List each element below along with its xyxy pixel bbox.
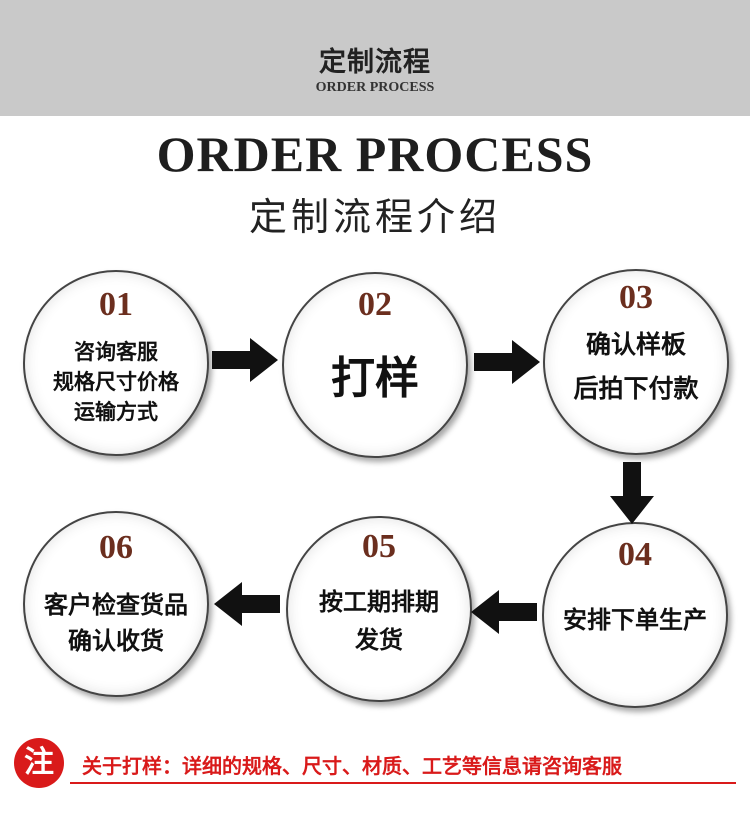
step-04-circle: 04 安排下单生产 (542, 522, 728, 708)
note-badge: 注 (14, 738, 64, 788)
step-01-line-1: 咨询客服 (74, 340, 158, 364)
step-04-number: 04 (618, 536, 652, 573)
arrow-left-icon (471, 590, 537, 634)
note-text: 关于打样：详细的规格、尺寸、材质、工艺等信息请咨询客服 (82, 754, 622, 778)
step-03-line-2: 后拍下付款 (573, 374, 699, 403)
note-underline (70, 782, 736, 784)
step-06-number: 06 (99, 529, 133, 566)
page-title-en: ORDER PROCESS (156, 126, 594, 182)
step-03-circle: 03 确认样板 后拍下付款 (543, 269, 729, 455)
page-title-cn: 定制流程介绍 (248, 195, 501, 239)
arrow-right-icon (212, 338, 278, 382)
step-05-line-2: 发货 (355, 626, 403, 654)
step-02-line-1: 打样 (331, 353, 419, 404)
step-06-circle: 06 客户检查货品 确认收货 (23, 511, 209, 697)
step-02-number: 02 (358, 286, 392, 323)
step-06-line-2: 确认收货 (68, 627, 164, 655)
arrow-down-icon (610, 462, 654, 524)
banner-title: 定制流程 (319, 47, 431, 78)
step-03-number: 03 (619, 279, 653, 316)
step-01-circle: 01 咨询客服 规格尺寸价格 运输方式 (23, 270, 209, 456)
note-section: 注 关于打样：详细的规格、尺寸、材质、工艺等信息请咨询客服 (14, 738, 736, 790)
header-banner: 定制流程 ORDER PROCESS (0, 0, 750, 116)
step-06-line-1: 客户检查货品 (44, 591, 188, 619)
step-05-number: 05 (362, 528, 396, 565)
step-02-circle: 02 打样 (282, 272, 468, 458)
step-01-line-3: 运输方式 (74, 400, 158, 424)
banner-subtitle: ORDER PROCESS (315, 80, 435, 95)
step-01-line-2: 规格尺寸价格 (53, 370, 179, 394)
step-05-line-1: 按工期排期 (319, 588, 439, 616)
step-03-line-1: 确认样板 (585, 330, 686, 359)
arrow-left-icon (214, 582, 280, 626)
arrow-right-icon (474, 340, 540, 384)
step-01-number: 01 (99, 286, 133, 323)
step-05-circle: 05 按工期排期 发货 (286, 516, 472, 702)
step-04-line-1: 安排下单生产 (563, 606, 707, 634)
